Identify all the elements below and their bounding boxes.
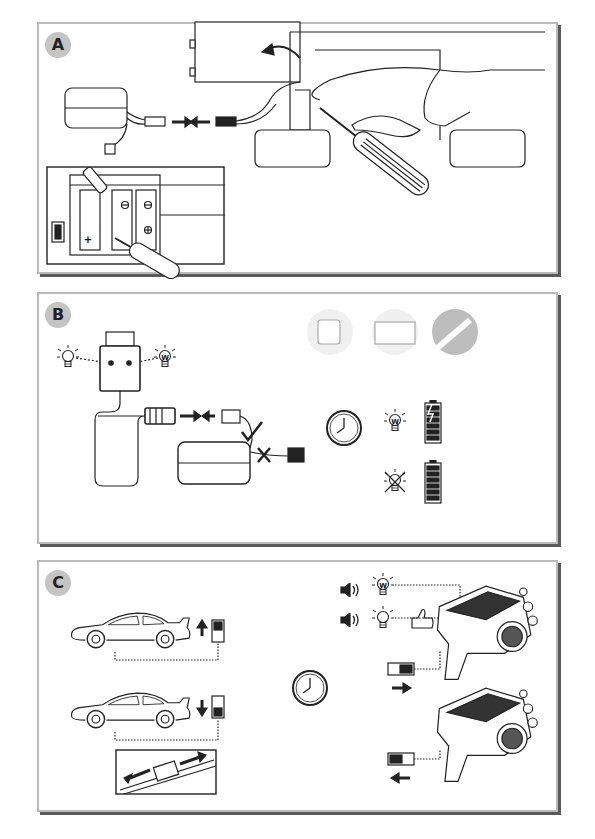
bulb-letter: W xyxy=(161,355,169,362)
instruction-panel: C xyxy=(37,560,558,812)
panel-letter: A xyxy=(45,32,71,58)
panel-letter: B xyxy=(45,302,71,328)
polarity-mark: + xyxy=(84,235,92,245)
panel-letter: C xyxy=(45,570,71,596)
bulb-letter: W xyxy=(379,583,387,590)
instruction-panel: A xyxy=(37,22,558,274)
instruction-panel: B xyxy=(37,292,558,544)
bulb-letter: W xyxy=(391,419,399,426)
